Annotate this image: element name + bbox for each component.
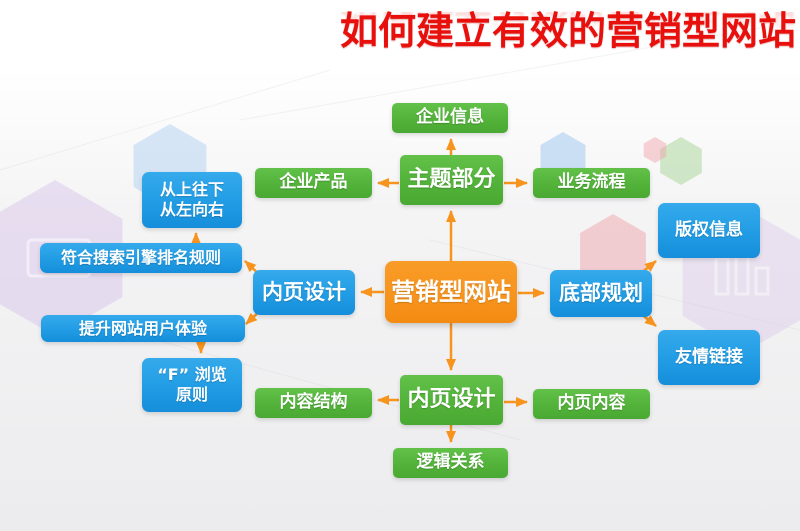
node-company-info: 企业信息: [392, 103, 508, 133]
node-inner-page-content: 内页内容: [533, 389, 650, 419]
node-content-structure: 内容结构: [255, 388, 372, 418]
node-inner-page-design-bottom: 内页设计: [400, 375, 503, 425]
node-top-down-left-right: 从上往下 从左向右: [142, 172, 242, 228]
node-improve-user-experience: 提升网站用户体验: [41, 315, 245, 342]
node-inner-page-design-left: 内页设计: [253, 270, 355, 315]
node-seo-ranking-rules: 符合搜索引擎排名规则: [40, 243, 242, 273]
node-bottom-planning: 底部规划: [550, 270, 652, 317]
node-marketing-website-center: 营销型网站: [385, 261, 517, 323]
doc-hexagon-icon: [660, 137, 702, 185]
node-copyright-info: 版权信息: [658, 203, 760, 258]
node-theme-section: 主题部分: [400, 155, 503, 205]
page-title-reflection: 如何建立有效的营销型网站: [340, 5, 797, 49]
node-friendly-links: 友情链接: [658, 330, 760, 385]
node-business-process: 业务流程: [533, 168, 650, 198]
red-hexagon-icon: [643, 137, 667, 163]
node-company-products: 企业产品: [255, 168, 372, 198]
page-title: 如何建立有效的营销型网站: [340, 9, 797, 53]
node-f-browsing-principle: “F” 浏览 原则: [142, 358, 242, 412]
node-logical-relationship: 逻辑关系: [393, 448, 508, 478]
